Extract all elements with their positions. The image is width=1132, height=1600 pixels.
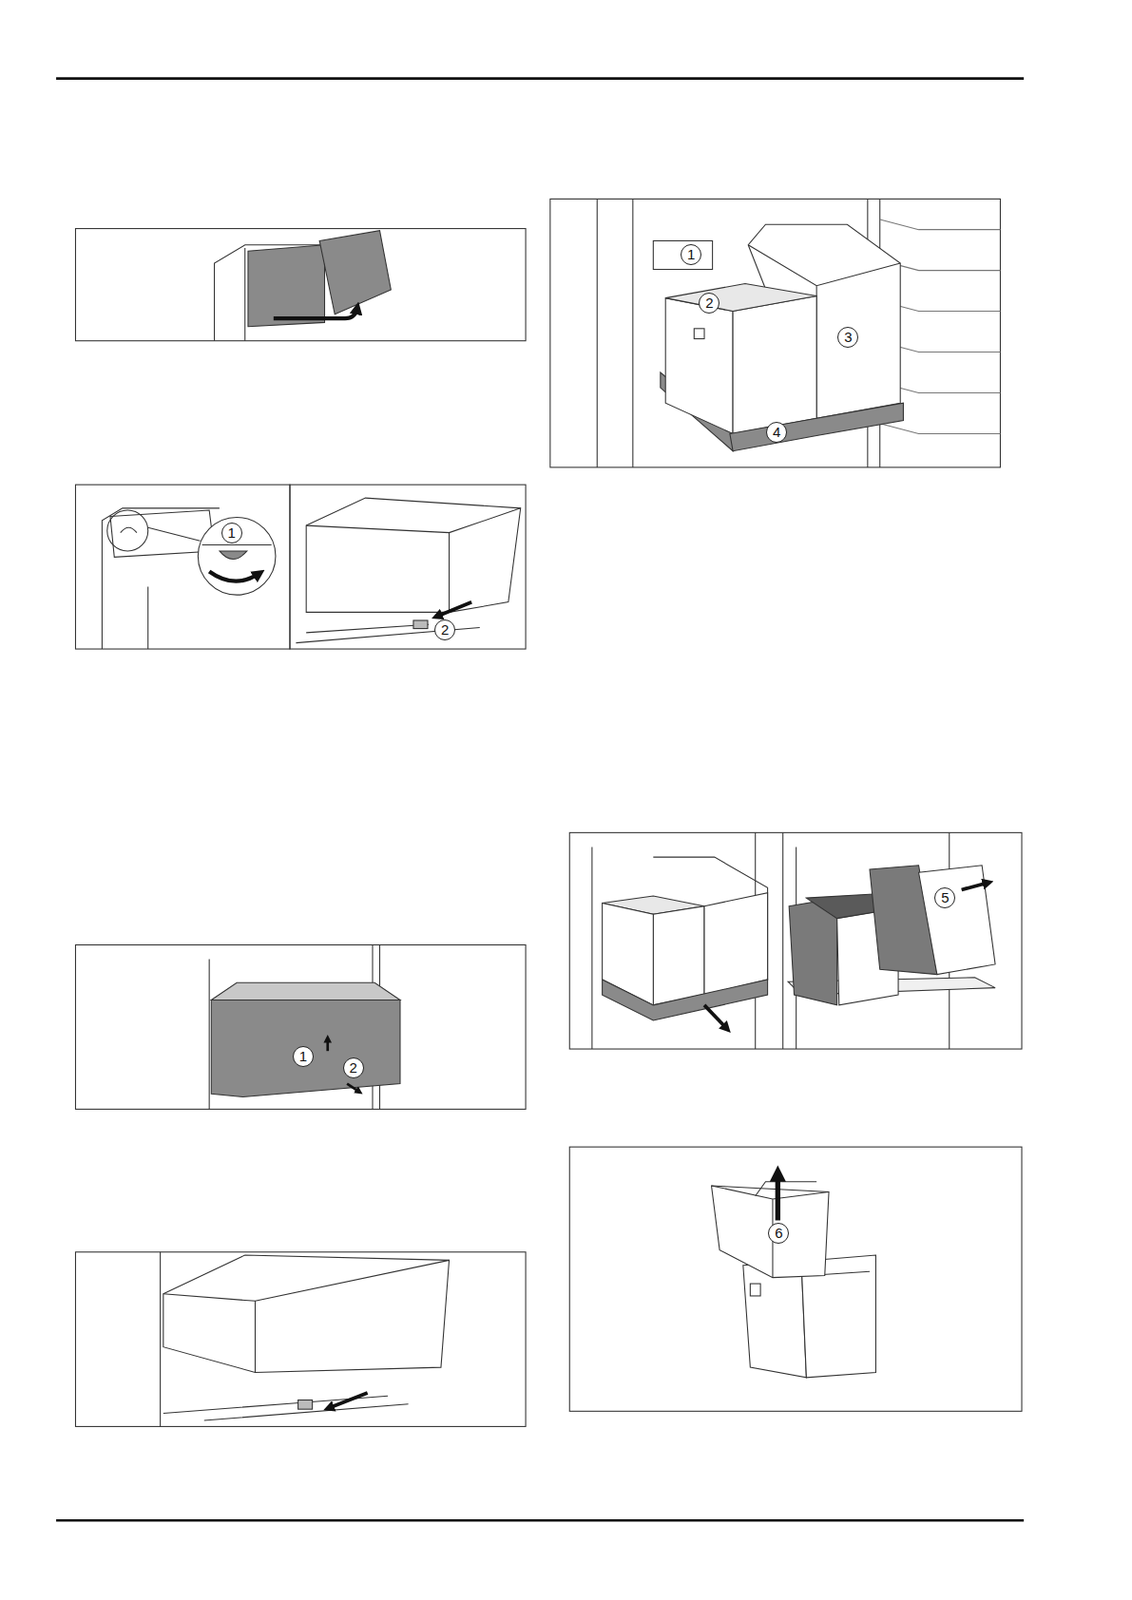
callout-number: 2 (434, 619, 456, 641)
figure-release-clip (75, 484, 526, 650)
callout-number: 1 (292, 1046, 314, 1068)
callout-number: 6 (767, 1223, 789, 1245)
figure-remove-boxes (569, 832, 1022, 1050)
figure-remove-insert (569, 1147, 1022, 1412)
callout-number: 4 (766, 422, 787, 443)
callout-number: 3 (837, 326, 859, 348)
figure-rail-release (75, 1252, 526, 1428)
figure-pull-drawer (75, 945, 526, 1111)
callout-number: 1 (680, 244, 702, 266)
callout-number: 5 (934, 887, 956, 909)
callout-number: 2 (343, 1057, 365, 1079)
callout-number: 2 (698, 292, 720, 314)
page-rule (56, 76, 1024, 80)
figure-lift-drawer (75, 229, 526, 342)
page-rule (56, 1519, 1024, 1523)
figure-drawer-parts (550, 198, 1001, 467)
callout-number: 1 (221, 522, 243, 544)
